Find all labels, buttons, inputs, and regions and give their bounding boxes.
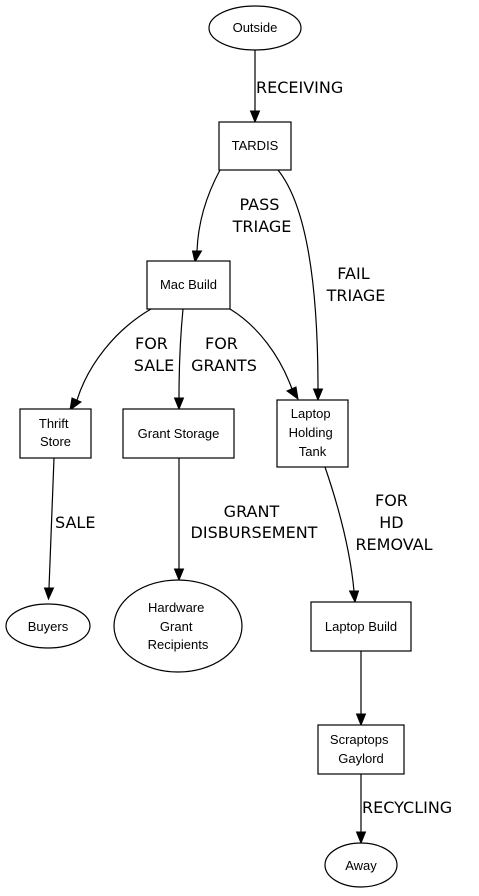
- node-hardware-grant-recipients-shape: [113, 579, 243, 673]
- node-hardware-grant-recipients: Hardware Grant Recipients: [113, 579, 243, 673]
- edge-labels: RECEIVING PASS TRIAGE FAIL TRIAGE FOR SA…: [55, 78, 452, 817]
- node-laptop-holding-tank-line-1: Laptop: [291, 406, 331, 421]
- node-outside: Outside: [208, 5, 302, 51]
- node-buyers-label: Buyers: [28, 619, 69, 634]
- node-scraptops-gaylord-shape: [317, 724, 405, 775]
- arrowhead-for-grants: [173, 397, 185, 411]
- node-laptop-holding-tank-label: Laptop Holding Tank: [289, 406, 337, 459]
- node-tardis: TARDIS: [218, 121, 292, 171]
- node-thrift-store-line-1: Thrift: [39, 416, 69, 431]
- arrowhead-grant-disbursement: [173, 568, 185, 582]
- node-outside-shape: [208, 5, 302, 51]
- node-away: Away: [324, 842, 398, 888]
- node-tardis-label: TARDIS: [232, 138, 279, 153]
- label-grant-disbursement: GRANT DISBURSEMENT: [191, 502, 318, 542]
- arrowhead-recycling: [355, 831, 367, 845]
- node-mac-build: Mac Build: [146, 260, 231, 310]
- node-scraptops-gaylord-label: Scraptops Gaylord: [330, 732, 392, 766]
- node-scraptops-gaylord-line-2: Gaylord: [338, 751, 384, 766]
- node-thrift-store-label: Thrift Store: [39, 416, 72, 449]
- node-away-shape: [324, 842, 398, 888]
- node-scraptops-gaylord-line-1: Scraptops: [330, 732, 389, 747]
- node-laptop-build-shape: [310, 601, 412, 652]
- label-grant-disbursement-line-2: DISBURSEMENT: [191, 523, 318, 542]
- edge-fail-triage: [277, 169, 319, 390]
- node-hardware-grant-recipients-line-3: Recipients: [148, 637, 209, 652]
- label-for-sale-line-2: SALE: [134, 356, 174, 375]
- label-for-sale: FOR SALE: [134, 334, 174, 375]
- label-receiving: RECEIVING: [256, 78, 343, 97]
- node-grant-storage-label: Grant Storage: [138, 426, 220, 441]
- arrowhead-for-hd-removal: [348, 590, 360, 604]
- label-sale: SALE: [55, 513, 95, 532]
- node-hardware-grant-recipients-line-1: Hardware: [148, 600, 204, 615]
- node-grant-storage: Grant Storage: [122, 408, 235, 459]
- node-grant-storage-shape: [122, 408, 235, 459]
- label-fail-triage-line-2: TRIAGE: [326, 286, 386, 305]
- node-laptop-holding-tank-line-3: Tank: [299, 444, 327, 459]
- label-for-hd-removal: FOR HD REMOVAL: [355, 491, 432, 554]
- label-pass-triage-line-2: TRIAGE: [232, 217, 292, 236]
- edge-for-hd-removal: [324, 466, 355, 592]
- arrowhead-for-sale: [69, 397, 82, 412]
- label-for-sale-line-1: FOR: [135, 334, 168, 353]
- node-mac-build-label: Mac Build: [160, 277, 217, 292]
- node-laptop-build: Laptop Build: [310, 601, 412, 652]
- label-pass-triage-line-1: PASS: [240, 195, 280, 214]
- arrowhead-receiving: [249, 110, 261, 124]
- nodes: Outside TARDIS Mac Build Thrift Store Gr…: [5, 5, 412, 888]
- node-hardware-grant-recipients-line-2: Grant: [160, 619, 193, 634]
- arrowhead-mac-to-laptop-tank: [286, 386, 299, 401]
- node-tardis-shape: [218, 121, 292, 171]
- edge-for-sale: [76, 308, 152, 401]
- node-laptop-holding-tank-line-2: Holding: [289, 425, 333, 440]
- label-for-hd-removal-line-3: REMOVAL: [355, 535, 432, 554]
- node-outside-label: Outside: [233, 20, 278, 35]
- label-for-grants-line-1: FOR: [205, 334, 238, 353]
- label-for-grants-line-2: GRANTS: [191, 356, 257, 375]
- node-thrift-store: Thrift Store: [19, 408, 92, 459]
- node-laptop-holding-tank: Laptop Holding Tank: [276, 399, 349, 468]
- arrowhead-laptop-to-scraptops: [355, 713, 367, 727]
- label-pass-triage: PASS TRIAGE: [232, 195, 292, 236]
- label-fail-triage-line-1: FAIL: [337, 264, 369, 283]
- node-thrift-store-line-2: Store: [40, 434, 71, 449]
- node-scraptops-gaylord: Scraptops Gaylord: [317, 724, 405, 775]
- node-hardware-grant-recipients-label: Hardware Grant Recipients: [148, 600, 209, 652]
- node-mac-build-shape: [146, 260, 231, 310]
- node-away-label: Away: [345, 858, 377, 873]
- edge-for-grants: [178, 308, 184, 399]
- node-buyers: Buyers: [5, 603, 91, 649]
- label-for-hd-removal-line-1: FOR: [375, 491, 408, 510]
- node-laptop-holding-tank-shape: [276, 399, 349, 468]
- edge-sale: [48, 457, 55, 589]
- label-grant-disbursement-line-1: GRANT: [224, 502, 280, 521]
- label-for-hd-removal-line-2: HD: [379, 513, 403, 532]
- arrowhead-sale: [43, 587, 55, 601]
- node-buyers-shape: [5, 603, 91, 649]
- edges: [43, 50, 367, 845]
- label-recycling: RECYCLING: [362, 798, 452, 817]
- edge-mac-to-laptop-tank: [229, 308, 293, 390]
- label-for-grants: FOR GRANTS: [191, 334, 257, 375]
- node-thrift-store-shape: [19, 408, 92, 459]
- node-laptop-build-label: Laptop Build: [325, 619, 397, 634]
- label-fail-triage: FAIL TRIAGE: [326, 264, 386, 305]
- arrowhead-pass-triage: [191, 250, 203, 264]
- edge-pass-triage: [196, 169, 221, 252]
- arrowhead-fail-triage: [312, 388, 324, 402]
